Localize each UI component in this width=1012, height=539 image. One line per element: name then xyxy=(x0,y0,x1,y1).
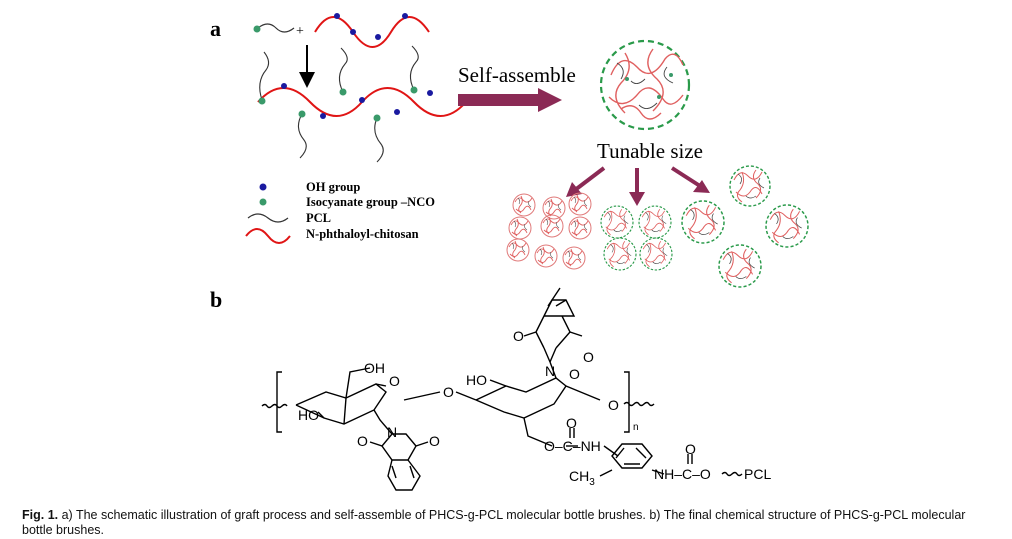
subscript-n: n xyxy=(633,422,639,433)
medium-micelles xyxy=(600,205,673,271)
self-assemble-arrow xyxy=(458,88,562,112)
panel-b-label: b xyxy=(210,287,223,312)
atom-carbonyl-o1: O xyxy=(566,415,577,431)
chemical-labels: OH HO HO O O O O N N O O O O n O O–C–NH … xyxy=(298,328,771,488)
atom-o-end: O xyxy=(608,397,619,413)
atom-o-phth-tr: O xyxy=(583,349,594,365)
atom-n-top: N xyxy=(545,363,555,379)
tunable-size-label: Tunable size xyxy=(597,139,703,163)
legend-chitosan-line xyxy=(245,228,291,244)
plus-sign: + xyxy=(296,24,304,39)
legend-oh-label: OH group xyxy=(306,180,360,194)
legend-pcl-label: PCL xyxy=(306,211,331,225)
self-assemble-label: Self-assemble xyxy=(458,63,576,87)
tunable-arrows xyxy=(566,166,710,206)
legend-pcl-line xyxy=(247,213,289,223)
legend-nco-label: Isocyanate group –NCO xyxy=(306,195,435,209)
legend-oh-dot xyxy=(259,183,267,191)
panel-a-label: a xyxy=(210,16,221,41)
atom-o-phth-br: O xyxy=(429,433,440,449)
small-micelles xyxy=(506,192,592,270)
legend-chitosan-label: N-phthaloyl-chitosan xyxy=(306,227,419,241)
legend: OH group Isocyanate group –NCO PCL N-pht… xyxy=(245,180,435,244)
atom-o-phth-tl: O xyxy=(513,328,524,344)
atom-carbonyl-o2: O xyxy=(685,441,696,457)
atom-o-ring2: O xyxy=(569,366,580,382)
atom-n-bottom: N xyxy=(387,424,397,440)
atom-o-phth-bl: O xyxy=(357,433,368,449)
group-pcl: PCL xyxy=(744,466,771,482)
atom-ho-left: HO xyxy=(298,407,319,423)
caption-bold: Fig. 1. xyxy=(22,508,59,522)
pcl-chain-free xyxy=(257,23,295,33)
large-micelle xyxy=(599,39,691,131)
graft-top-row: + xyxy=(253,13,430,48)
caption-text: a) The schematic illustration of graft p… xyxy=(22,508,966,537)
chemical-structure xyxy=(261,287,743,491)
grafted-brush xyxy=(257,45,467,163)
legend-nco-dot xyxy=(259,198,267,206)
group-carbamate1: O–C–NH xyxy=(544,438,601,454)
group-nh-c-o: NH–C–O xyxy=(654,466,711,482)
figure-caption: Fig. 1. a) The schematic illustration of… xyxy=(22,508,997,538)
atom-o-ring1: O xyxy=(389,373,400,389)
nco-dot-free xyxy=(253,25,261,33)
group-ch3: CH3 xyxy=(569,468,595,488)
atom-o-link: O xyxy=(443,384,454,400)
atom-oh-top: OH xyxy=(364,360,385,376)
atom-ho-mid: HO xyxy=(466,372,487,388)
chitosan-chain-free xyxy=(314,16,430,48)
